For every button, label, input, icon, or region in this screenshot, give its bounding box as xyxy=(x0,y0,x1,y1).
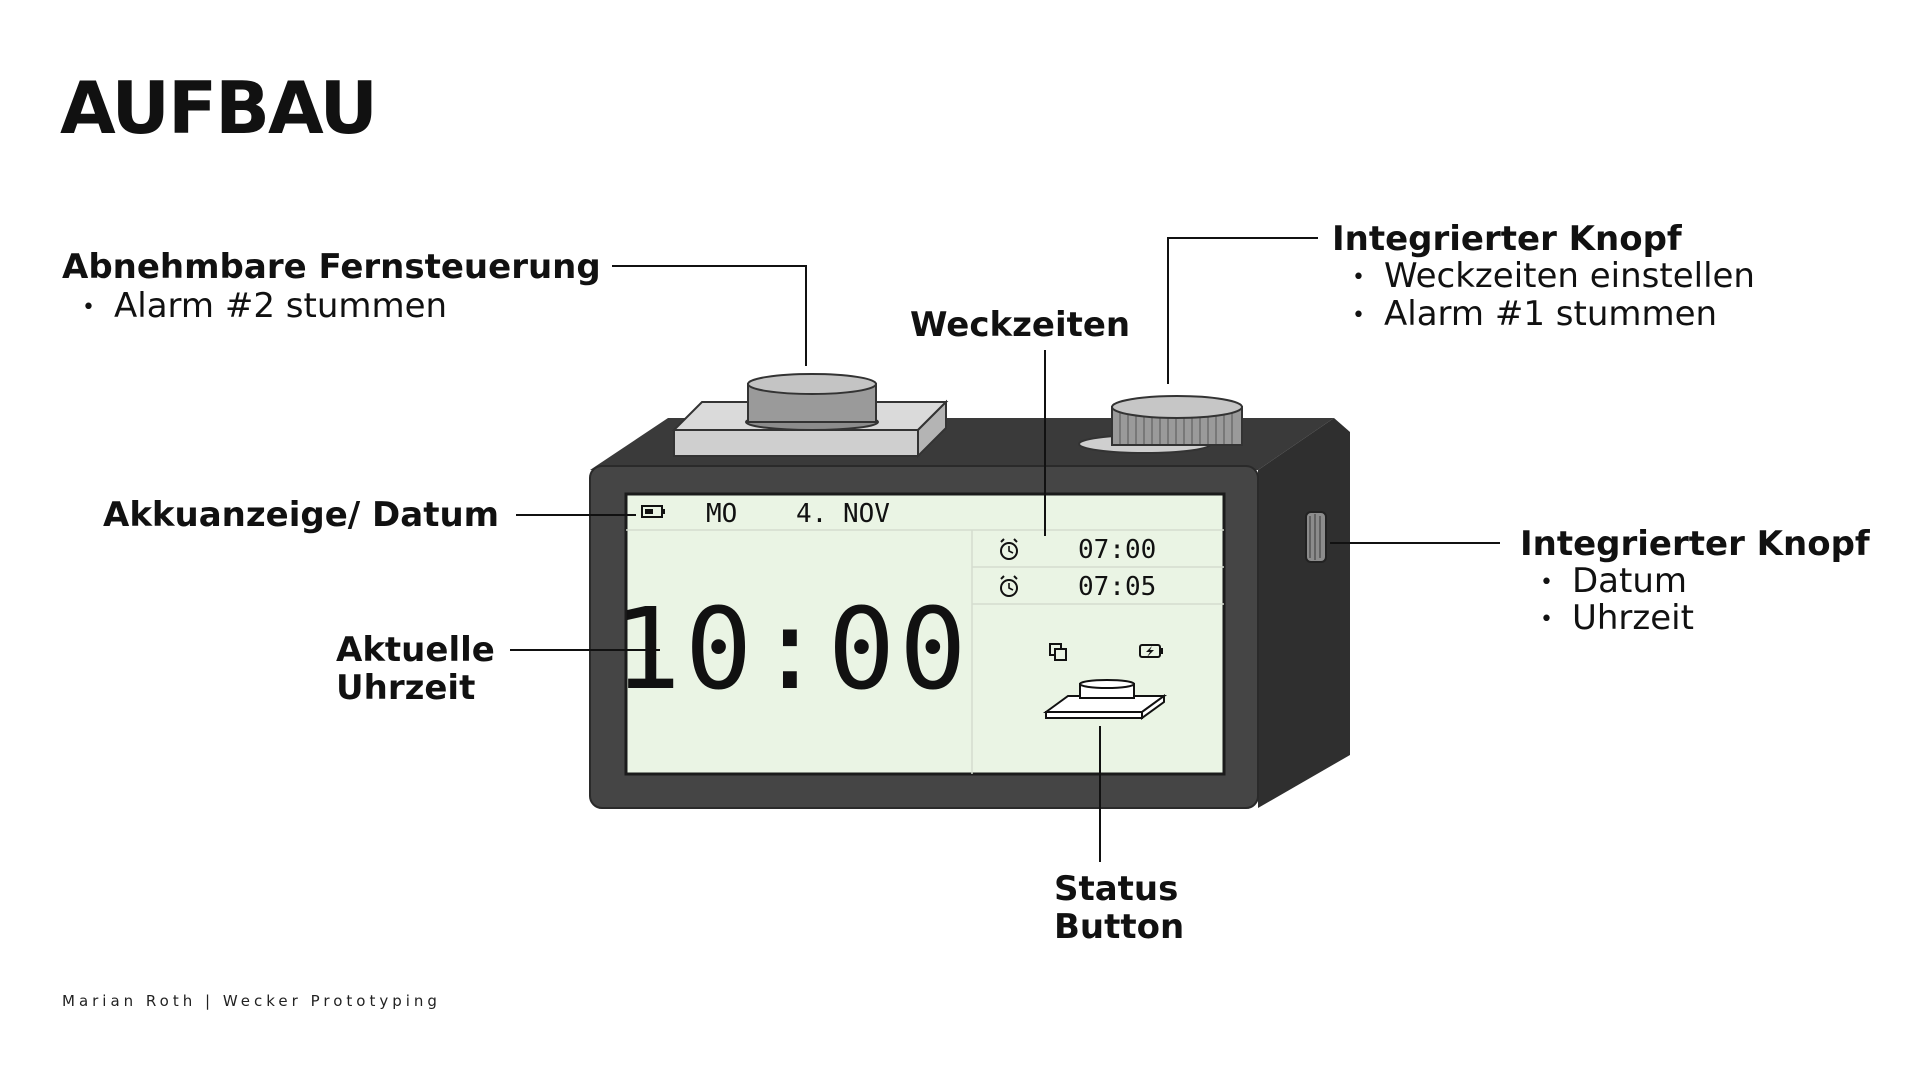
top-knob-bullet-1: Weckzeiten einstellen xyxy=(1352,257,1755,297)
lcd-date: 4. NOV xyxy=(796,499,890,529)
side-knob-label: Integrierter Knopf xyxy=(1520,524,1870,564)
lcd-screen xyxy=(624,492,1226,776)
charging-battery-icon xyxy=(1139,644,1163,658)
current-time-label-line1: Aktuelle xyxy=(336,630,495,670)
clock-side-face xyxy=(1258,418,1350,808)
alarm-clock-icon xyxy=(1000,538,1018,560)
top-knob[interactable] xyxy=(1078,395,1243,454)
battery-date-label: Akkuanzeige/ Datum xyxy=(103,495,500,535)
side-knob[interactable] xyxy=(1305,511,1327,563)
top-knob-label: Integrierter Knopf xyxy=(1332,219,1682,259)
top-knob-bullet-2: Alarm #1 stummen xyxy=(1352,295,1717,335)
alarm1-time: 07:00 xyxy=(1078,535,1156,565)
page-title: AUFBAU xyxy=(60,66,378,150)
remote-bullet-1: Alarm #2 stummen xyxy=(82,287,447,327)
lcd-current-time: 10:00 xyxy=(613,585,970,715)
leader-lines xyxy=(510,237,1500,862)
status-button-label-line2: Button xyxy=(1054,907,1185,947)
copy-icon xyxy=(1049,643,1067,661)
battery-icon xyxy=(641,505,665,518)
footer-credit: Marian Roth | Wecker Prototyping xyxy=(62,992,441,1010)
current-time-label-line2: Uhrzeit xyxy=(336,668,476,708)
leader-top-knob xyxy=(1167,237,1318,384)
side-knob-bullet-2: Uhrzeit xyxy=(1540,599,1694,639)
remote-label: Abnehmbare Fernsteuerung xyxy=(62,247,601,287)
lcd-day: MO xyxy=(706,499,737,529)
status-button-graphic xyxy=(1042,679,1168,720)
status-button-label-line1: Status xyxy=(1054,869,1179,909)
alarm2-time: 07:05 xyxy=(1078,572,1156,602)
weckzeiten-label: Weckzeiten xyxy=(910,305,1131,345)
side-knob-bullet-1: Datum xyxy=(1540,562,1687,602)
alarm-clock-icon xyxy=(1000,575,1018,597)
leader-remote xyxy=(612,265,807,366)
remote-control[interactable] xyxy=(671,373,949,459)
